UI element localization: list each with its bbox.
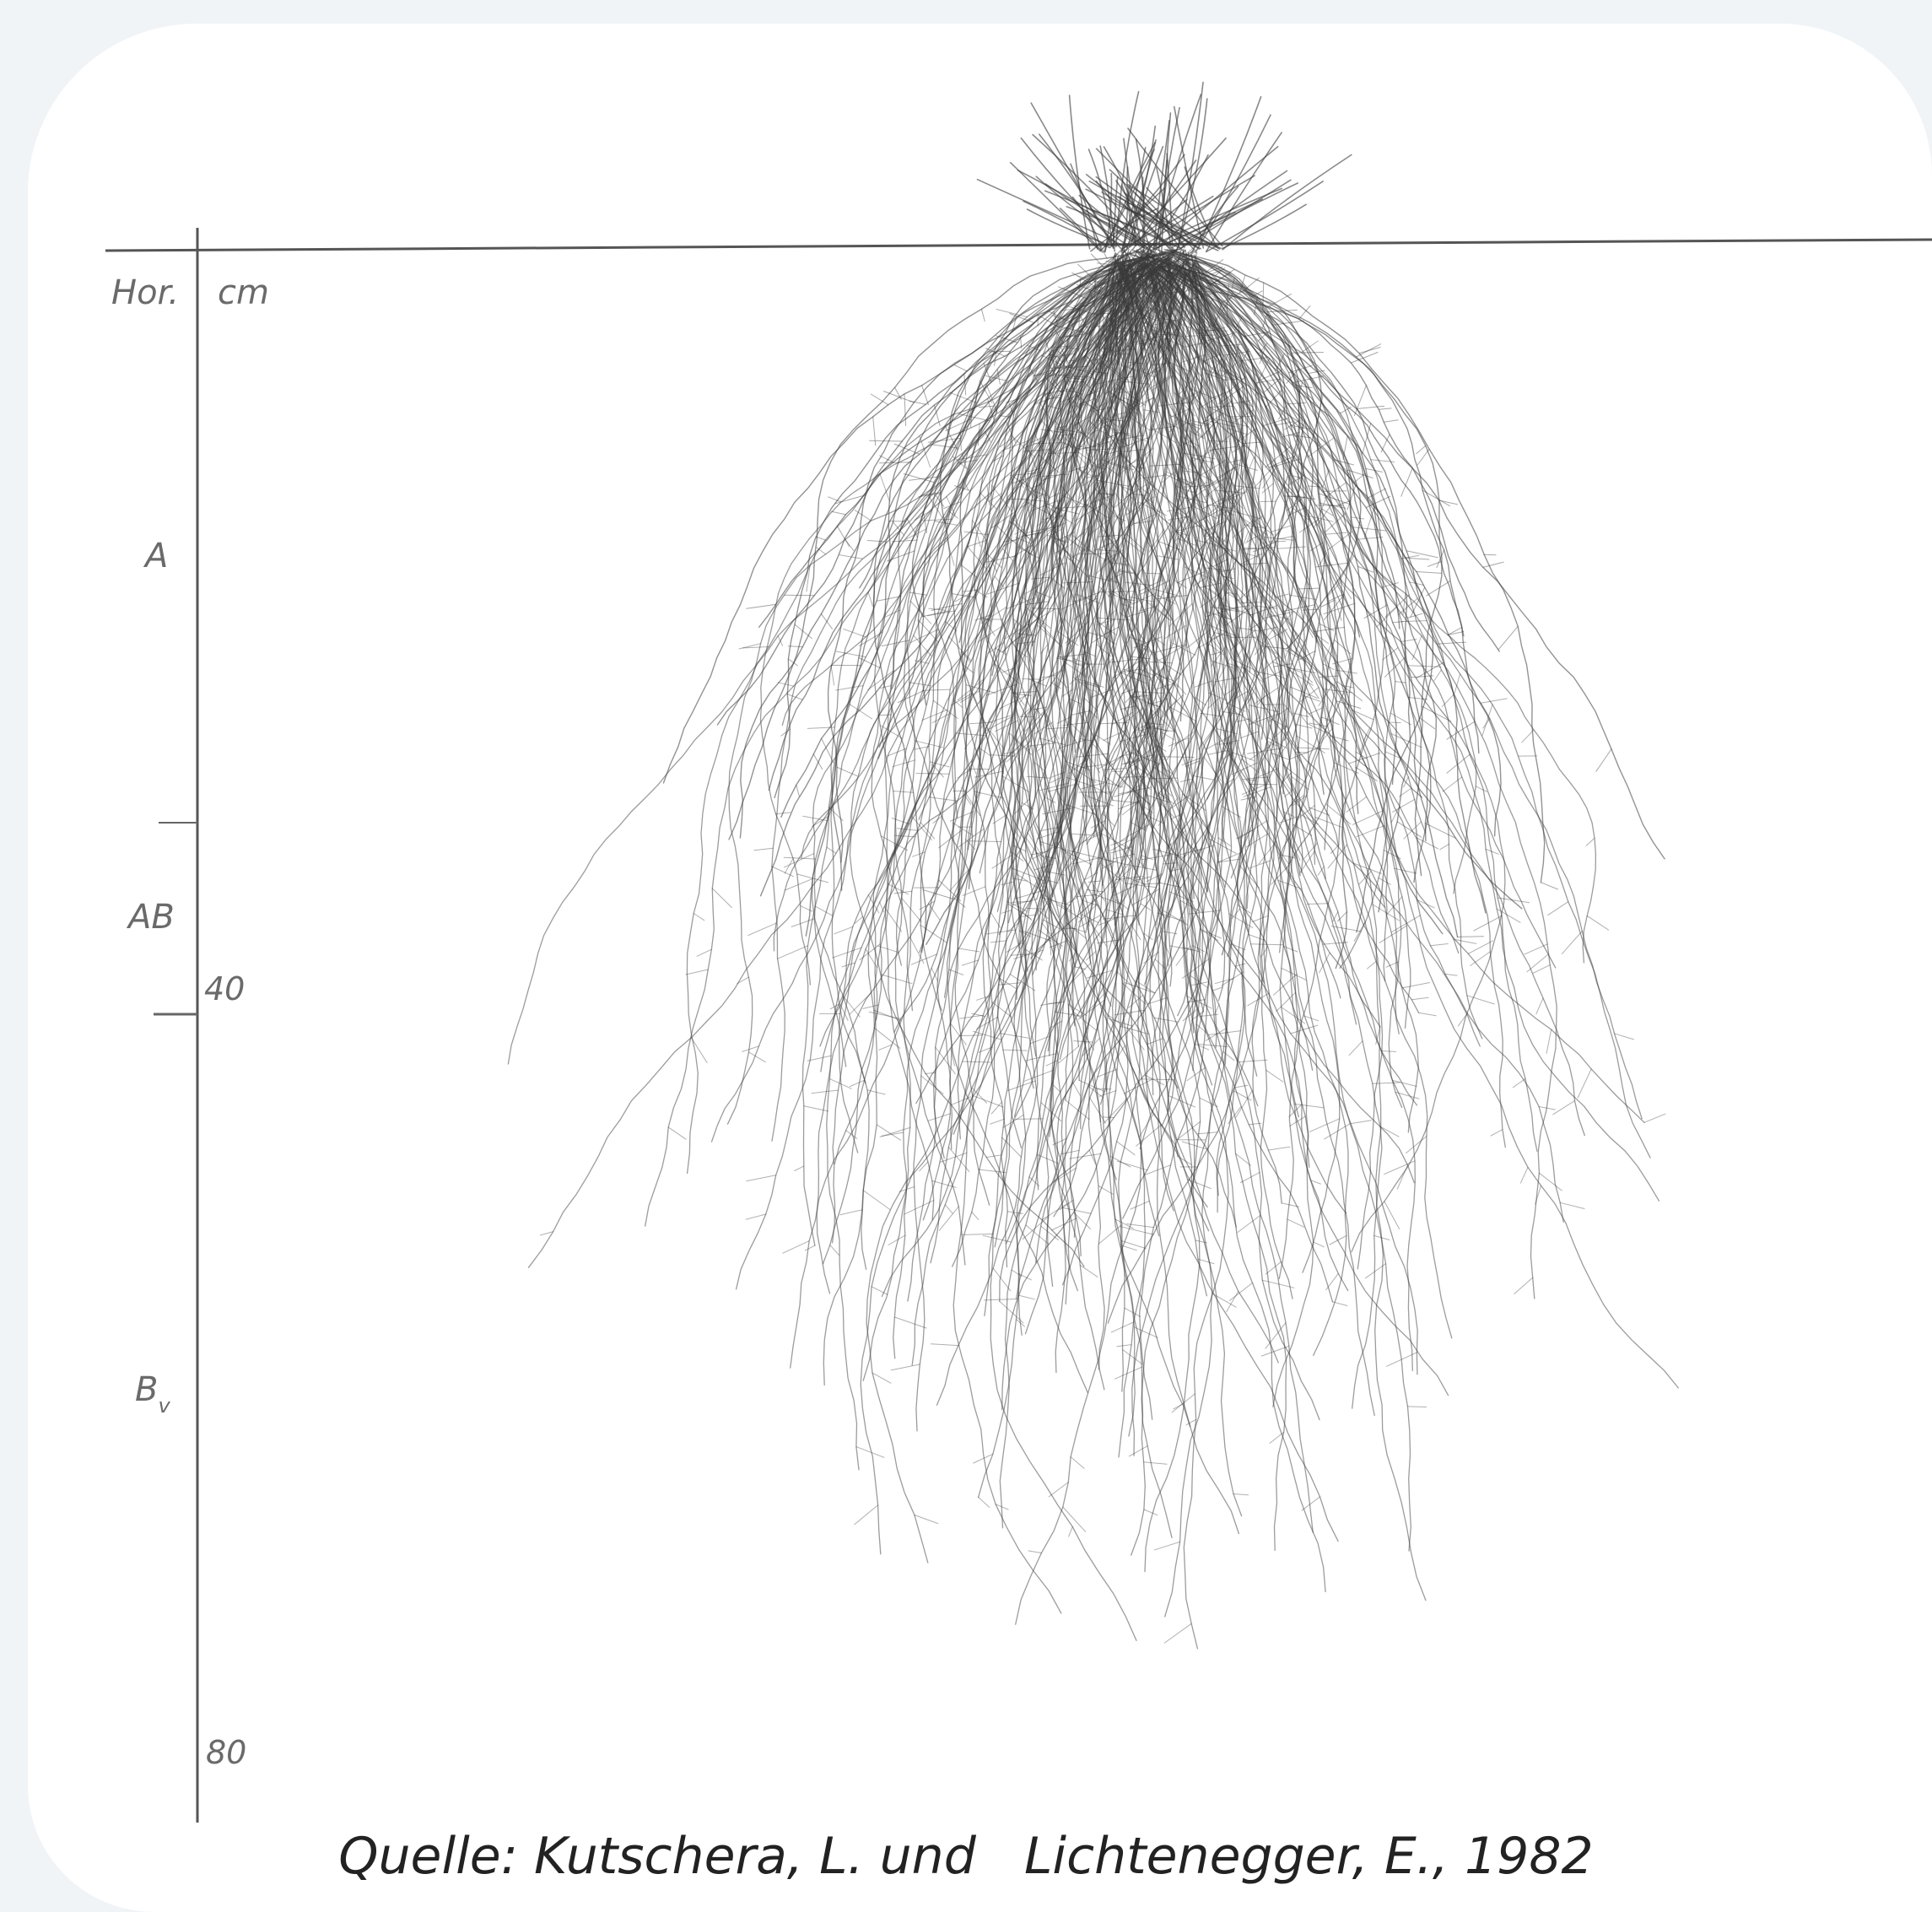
depth-header-label: cm xyxy=(218,273,269,312)
source-caption: Quelle: Kutschera, L. und Lichtenegger, … xyxy=(338,1827,1594,1886)
root-system-illustration xyxy=(507,81,1679,1650)
horizon-label-b: Bv xyxy=(135,1370,170,1418)
depth-tick-80: 80 xyxy=(206,1734,246,1771)
soil-surface-line xyxy=(105,238,1932,252)
horizon-label-ab: AB xyxy=(126,898,175,937)
horizon-label-a: A xyxy=(143,537,168,575)
horizon-header-label: Hor. xyxy=(111,273,179,312)
figure-card xyxy=(28,24,1932,1912)
depth-tick-40: 40 xyxy=(204,970,245,1007)
